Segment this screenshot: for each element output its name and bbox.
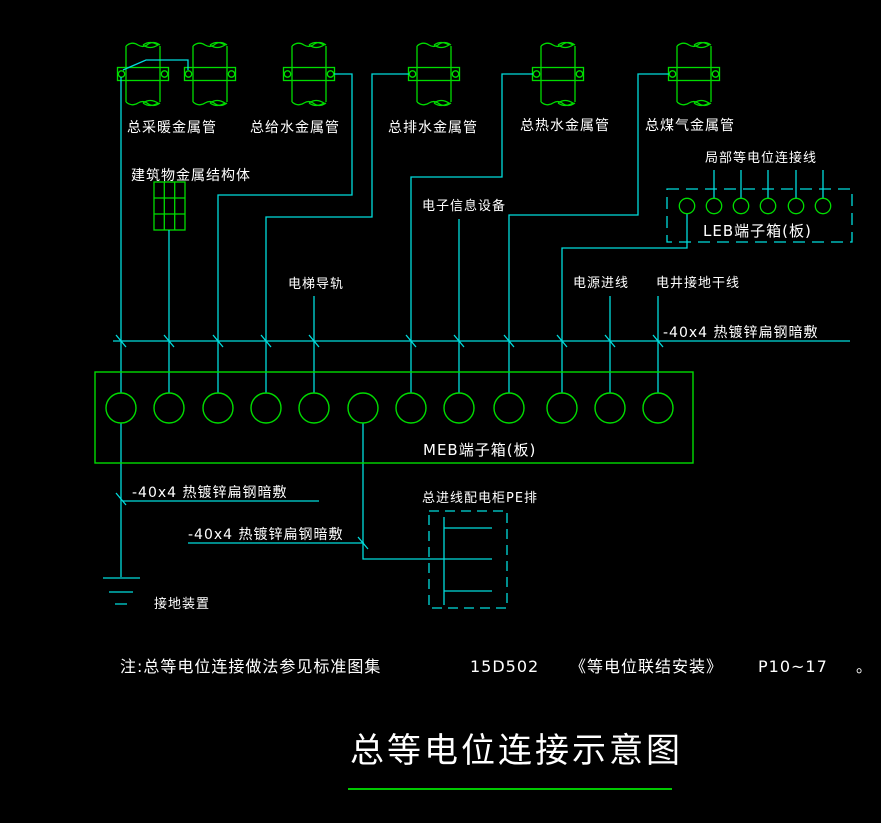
label-flat-steel-bus: -40x4 热镀锌扁钢暗敷: [663, 324, 819, 341]
label-hot-water-pipe: 总热水金属管: [520, 118, 610, 134]
wire-water-supply: [217, 73, 353, 393]
note-period: 。: [856, 657, 873, 676]
label-elevator-rail: 电梯导轨: [288, 277, 344, 292]
pe-busbar-box: [428, 510, 508, 609]
label-flat-steel-left: -40x4 热镀锌扁钢暗敷: [132, 484, 288, 501]
heating-pipe-symbol-2: [183, 41, 237, 107]
label-pe-busbar: 总进线配电柜PE排: [422, 491, 538, 506]
note-atlas-name: 《等电位联结安装》: [570, 657, 723, 676]
label-leb-box: LEB端子箱(板): [703, 222, 812, 240]
gas-pipe-symbol: [667, 41, 721, 107]
wire-gas: [508, 73, 669, 393]
leb-stub-wires: [713, 170, 824, 198]
building-structure-grid: [153, 181, 186, 231]
wire-heating-jumper: [122, 59, 189, 71]
label-shaft-ground-trunk: 电井接地干线: [656, 275, 740, 291]
label-drainage-pipe: 总排水金属管: [388, 120, 478, 136]
water-supply-pipe-symbol: [282, 41, 336, 107]
flat-steel-left-leader: [115, 492, 319, 506]
drawing-title: 总等电位连接示意图: [350, 731, 683, 771]
label-water-supply-pipe: 总给水金属管: [250, 120, 340, 136]
leb-terminals: [678, 197, 832, 215]
label-flat-steel-mid: -40x4 热镀锌扁钢暗敷: [188, 526, 344, 543]
wire-to-pe-busbar: [362, 423, 444, 560]
meb-terminal-box: [94, 371, 694, 464]
label-grounding-device: 接地装置: [154, 596, 210, 612]
wire-leb-to-meb: [561, 214, 688, 393]
label-local-bonding-wire: 局部等电位连接线: [705, 150, 817, 166]
label-power-incoming: 电源进线: [573, 276, 629, 291]
label-meb-box: MEB端子箱(板): [423, 441, 536, 459]
flat-steel-mid-leader: [188, 536, 369, 550]
note-pages: P10~17: [758, 657, 828, 676]
wire-drainage: [265, 73, 409, 393]
label-building-structure: 建筑物金属结构体: [131, 168, 251, 184]
note-atlas-code: 15D502: [470, 657, 539, 676]
meb-terminals: [105, 392, 674, 424]
heating-pipe-symbol-1: [116, 41, 170, 107]
ground-symbol: [103, 577, 140, 605]
wire-hot-water: [410, 73, 533, 393]
pe-busbar-symbol: [443, 517, 492, 605]
note-line: 注:总等电位连接做法参见标准图集 15D502 《等电位联结安装》 P10~17…: [120, 657, 873, 676]
note-prefix: 注:总等电位连接做法参见标准图集: [120, 657, 381, 676]
label-gas-pipe: 总煤气金属管: [645, 118, 735, 134]
label-electronic-equipment: 电子信息设备: [422, 198, 506, 214]
hot-water-pipe-symbol: [531, 41, 585, 107]
leb-terminal-box: [666, 188, 853, 243]
label-heating-pipe: 总采暖金属管: [127, 120, 217, 136]
drainage-pipe-symbol: [407, 41, 461, 107]
bus-junction-ticks: [115, 334, 664, 348]
